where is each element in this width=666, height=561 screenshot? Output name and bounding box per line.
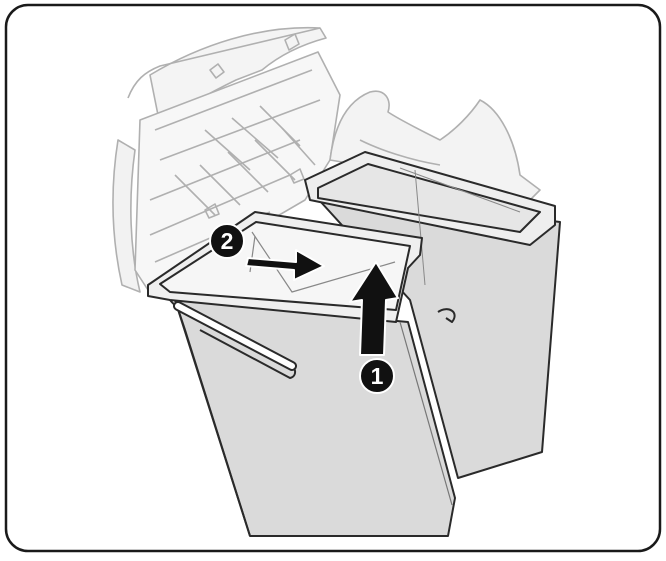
step-2-number: 2 <box>221 228 234 254</box>
step-1-badge: 1 <box>360 359 394 393</box>
step-1-number: 1 <box>371 363 384 389</box>
step-2-badge: 2 <box>210 224 244 258</box>
